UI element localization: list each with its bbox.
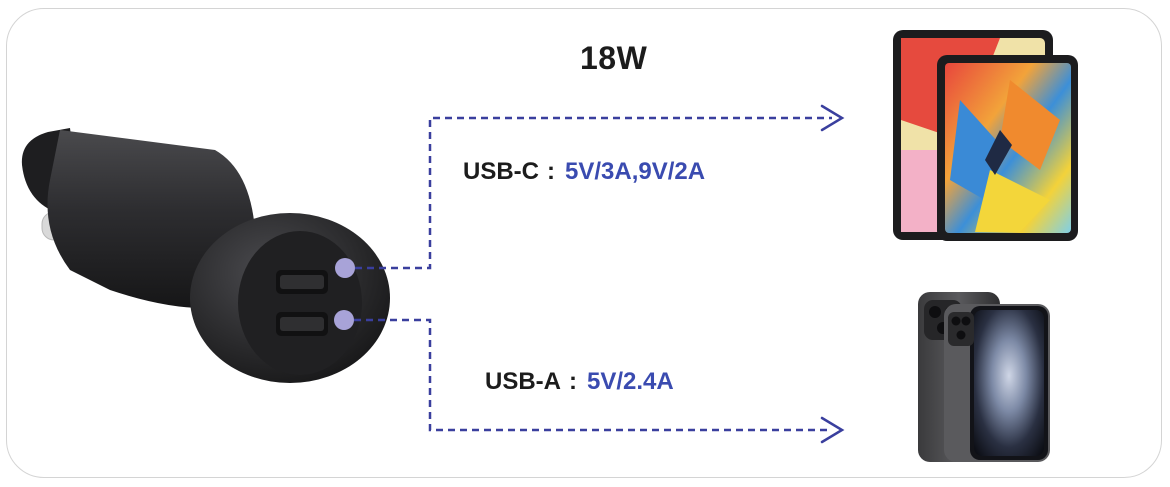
usb-a-spec: 5V/2.4A	[587, 368, 674, 395]
usb-c-name: USB-C	[463, 158, 539, 185]
usb-a-name: USB-A	[485, 368, 561, 395]
usb-a-port-dot	[334, 310, 354, 330]
usb-c-separator: :	[547, 158, 555, 185]
tablet-image	[893, 30, 1078, 241]
usb-a-label: USB-A:5V/2.4A	[485, 368, 674, 396]
smartphone-image	[918, 292, 1050, 462]
connector-lines	[354, 116, 832, 432]
usb-c-arrow-icon	[820, 104, 845, 132]
usb-c-spec: 5V/3A,9V/2A	[565, 158, 706, 185]
usb-c-line	[355, 116, 832, 270]
usb-c-label: USB-C:5V/3A,9V/2A	[463, 158, 705, 186]
power-rating: 18W	[580, 40, 648, 76]
car-charger-image	[21, 128, 390, 383]
usb-c-port-dot	[335, 258, 355, 278]
usb-a-separator: :	[569, 368, 577, 395]
usb-a-arrow-icon	[820, 416, 845, 444]
usb-a-line	[354, 318, 832, 432]
